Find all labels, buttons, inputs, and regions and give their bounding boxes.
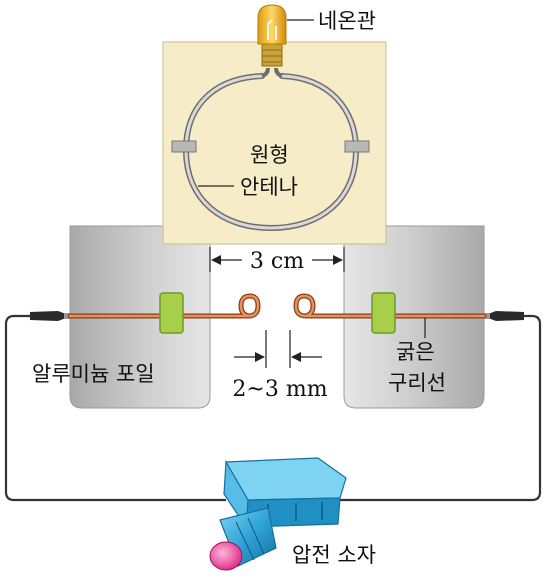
neon-tube bbox=[257, 4, 287, 67]
antenna-clip-right bbox=[344, 140, 370, 153]
green-clip-left bbox=[159, 292, 184, 334]
antenna-label-line1: 원형 bbox=[250, 143, 289, 167]
neon-tube-label: 네온관 bbox=[318, 9, 376, 33]
alligator-clip-left bbox=[30, 311, 70, 321]
foil-label: 알루미늄 포일 bbox=[32, 362, 155, 386]
antenna-clip-left bbox=[171, 140, 197, 153]
wire-label-line2: 구리선 bbox=[388, 371, 446, 395]
piezo-igniter bbox=[209, 457, 347, 571]
spark-gap-label: 2~3 mm bbox=[232, 377, 327, 402]
piezo-button bbox=[209, 541, 243, 571]
green-clip-right bbox=[371, 292, 396, 334]
copper-wire-left bbox=[67, 293, 261, 319]
antenna-label-line2: 안테나 bbox=[240, 175, 298, 199]
wire-label-line1: 굵은 bbox=[396, 340, 435, 364]
gap-width-label: 3 cm bbox=[250, 249, 304, 274]
circular-antenna bbox=[171, 67, 370, 232]
circuit-wire bbox=[4, 314, 542, 502]
alligator-clip-right bbox=[484, 311, 524, 321]
spark-gap-dimension bbox=[234, 330, 322, 368]
piezo-label: 압전 소자 bbox=[292, 543, 376, 567]
gap-width-dimension bbox=[209, 247, 345, 272]
copper-wire-right bbox=[293, 293, 487, 319]
